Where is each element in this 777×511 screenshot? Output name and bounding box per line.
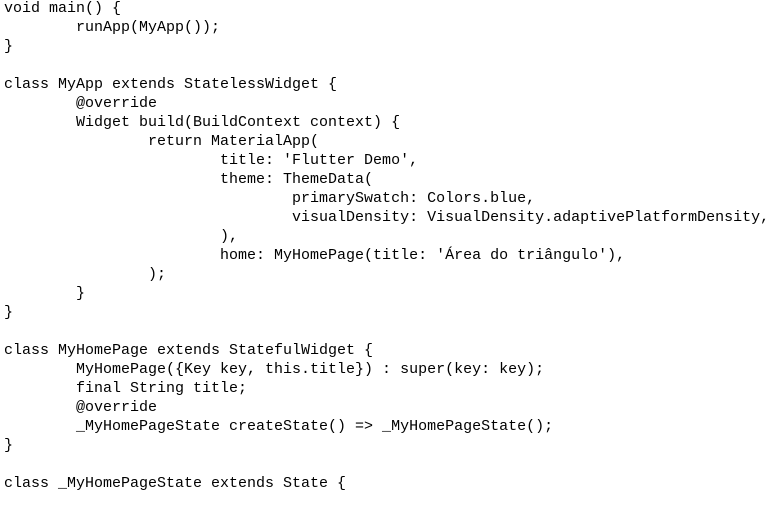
code-line: @override: [4, 399, 158, 416]
code-line: class MyApp extends StatelessWidget {: [4, 76, 338, 93]
code-line: @override: [4, 95, 158, 112]
code-line: [4, 56, 769, 75]
code-line: final String title;: [4, 380, 248, 397]
code-line: home: MyHomePage(title: 'Área do triângu…: [4, 247, 626, 264]
code-line: [4, 455, 769, 474]
code-line: return MaterialApp(: [4, 133, 320, 150]
code-line: primarySwatch: Colors.blue,: [4, 190, 536, 207]
code-line: }: [4, 285, 86, 302]
code-line: runApp(MyApp());: [4, 19, 221, 36]
code-line: title: 'Flutter Demo',: [4, 152, 419, 169]
code-line: Widget build(BuildContext context) {: [4, 114, 401, 131]
code-line: class MyHomePage extends StatefulWidget …: [4, 342, 374, 359]
code-line: visualDensity: VisualDensity.adaptivePla…: [4, 209, 770, 226]
code-line: ),: [4, 228, 239, 245]
code-line: class _MyHomePageState extends State {: [4, 475, 347, 492]
code-line: MyHomePage({Key key, this.title}) : supe…: [4, 361, 545, 378]
code-block: void main() { runApp(MyApp());} class MyA…: [4, 0, 769, 493]
code-line: theme: ThemeData(: [4, 171, 374, 188]
code-line: }: [4, 38, 14, 55]
code-line: [4, 322, 769, 341]
code-line: }: [4, 304, 14, 321]
code-line: void main() {: [4, 0, 122, 17]
code-line: }: [4, 437, 14, 454]
code-line: _MyHomePageState createState() => _MyHom…: [4, 418, 554, 435]
code-line: );: [4, 266, 167, 283]
